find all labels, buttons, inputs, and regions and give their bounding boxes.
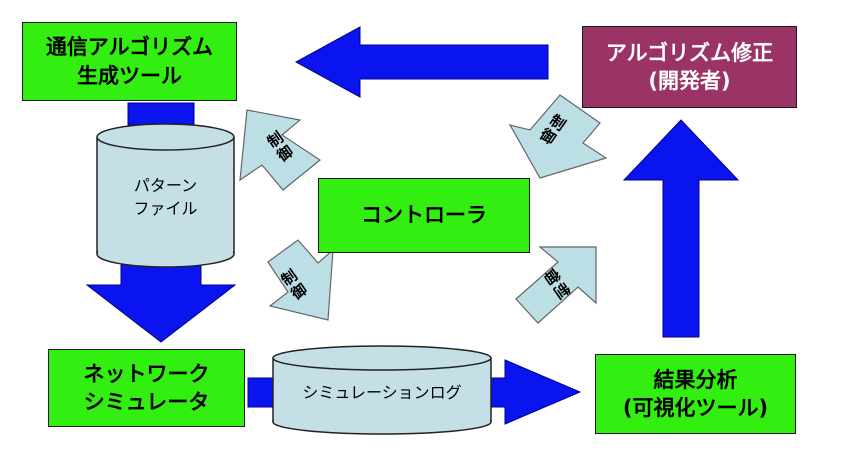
- controller-box: コントローラ: [318, 178, 530, 253]
- control-arrow-top-right: [508, 94, 608, 179]
- arrow-gen-to-pattern-stub: [127, 102, 195, 126]
- gen-tool-line-2: 生成ツール: [77, 63, 182, 88]
- sim-log-text: シミュレーションログ: [302, 383, 462, 402]
- pattern-file-line-1: パターン: [133, 176, 198, 195]
- result-line-2: (可視化ツール): [622, 396, 769, 420]
- arrow-pattern-to-netsim: [85, 257, 237, 343]
- net-sim-line-1: ネットワーク: [83, 361, 210, 386]
- arrow-result-to-algofix: [622, 119, 740, 338]
- gen-tool-line-1: 通信アルゴリズム: [45, 35, 214, 60]
- pattern-file-label: パターン ファイル: [97, 174, 234, 220]
- arrow-to-gen-tool: [294, 26, 549, 98]
- algo-fix-line-1: アルゴリズム修正: [605, 40, 774, 65]
- net-sim-line-2: シミュレータ: [83, 390, 210, 414]
- net-sim-box: ネットワーク シミュレータ: [48, 349, 245, 427]
- sim-log-cylinder: [272, 345, 492, 435]
- control-arrow-bottom-left: [267, 239, 334, 321]
- sim-log-label: シミュレーションログ: [273, 381, 491, 404]
- algo-fix-box: アルゴリズム修正 (開発者): [582, 26, 797, 108]
- control-arrow-top-left: [239, 109, 322, 191]
- result-line-1: 結果分析: [653, 367, 738, 392]
- result-box: 結果分析 (可視化ツール): [595, 354, 796, 434]
- controller-label: コントローラ: [361, 203, 487, 228]
- gen-tool-box: 通信アルゴリズム 生成ツール: [22, 22, 237, 101]
- algo-fix-line-2: (開発者): [648, 69, 731, 93]
- pattern-file-cylinder: [96, 123, 235, 268]
- control-arrow-bottom-right: [515, 246, 597, 324]
- pattern-file-line-2: ファイル: [133, 199, 198, 219]
